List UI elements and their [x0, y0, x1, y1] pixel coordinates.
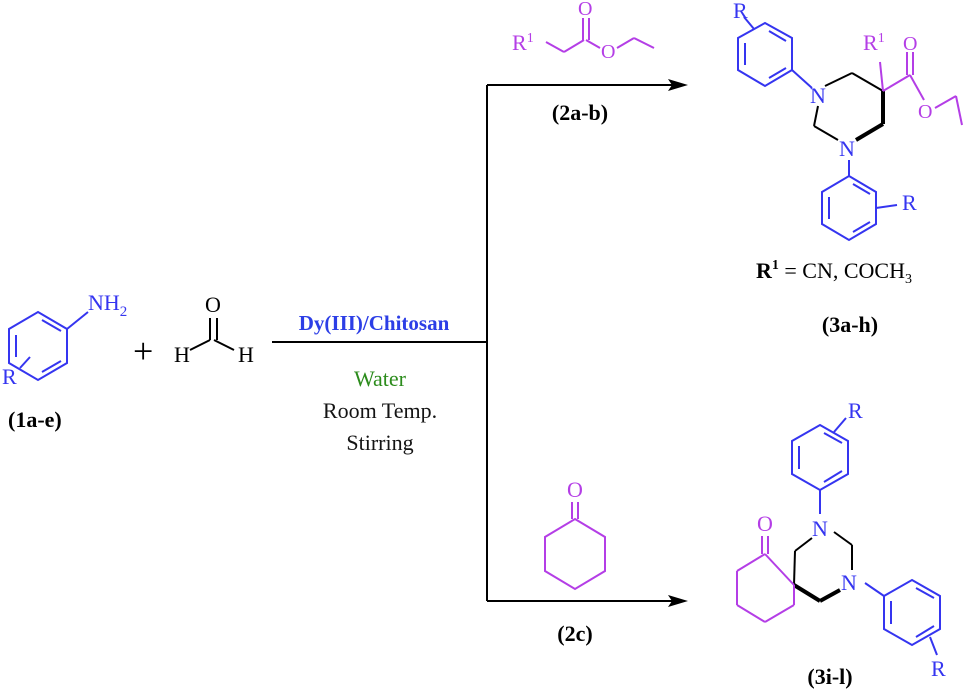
product-ring-bold-bond [854, 122, 885, 142]
spiro-r-bond [833, 417, 847, 433]
reagent-bond [585, 39, 601, 49]
temperature-label: Room Temp. [323, 398, 437, 423]
cyclohexanone-o-label: O [567, 477, 583, 502]
aniline-double-bond [41, 360, 62, 373]
spiro-right-r-label: R [931, 656, 946, 681]
product-r-bond [875, 204, 898, 209]
solvent-label: Water [354, 366, 407, 391]
reagent-r1-label: R1 [512, 30, 534, 55]
product-upper-r-label: R [733, 0, 748, 23]
product-r-bond [743, 16, 755, 30]
spiro-double-bond [915, 587, 935, 599]
formaldehyde-ch-bond [189, 339, 211, 351]
reagent-bond [616, 37, 635, 49]
aniline-r-bond [19, 356, 31, 369]
compound-label-2c: (2c) [557, 621, 592, 646]
spiro-n-top-label: N [812, 516, 828, 541]
formaldehyde-ch-bond [213, 339, 235, 351]
aniline-cn-bond [66, 311, 89, 330]
spiro-cyclohexanone-bond [736, 604, 766, 623]
spiro-cyclohexanone-bond [736, 553, 766, 572]
spiro-o-label: O [757, 511, 773, 536]
product-n-aryl-bond [791, 69, 813, 89]
spiro-ring-bold-bond [819, 588, 841, 603]
bottom-arrowhead [668, 595, 688, 607]
product-r1-label: R1 [863, 30, 885, 55]
compound-label-3a-h: (3a-h) [822, 312, 878, 337]
product-carbonyl-o: O [903, 33, 917, 55]
product-lower-phenyl-ring [821, 174, 877, 242]
aniline-nh2-label: NH2 [88, 290, 127, 320]
spiro-ring-bond [794, 537, 813, 552]
product-ring-bond [813, 125, 839, 141]
product-ester-bond [909, 74, 925, 101]
formaldehyde-structure: O H H [174, 292, 254, 367]
aniline-structure: NH2 R [2, 290, 127, 389]
product-double-bond [768, 67, 787, 79]
product-lower-r-label: R [902, 190, 917, 215]
formaldehyde-h-left: H [174, 342, 190, 367]
product-double-bond [852, 183, 871, 195]
product-3a-h-structure: R N N R1 O O R [733, 0, 963, 242]
formaldehyde-h-right: H [238, 342, 254, 367]
product-ethyl-bond [955, 95, 963, 126]
reagent-ester-o: O [601, 41, 615, 63]
spiro-top-phenyl-ring [791, 423, 849, 492]
reagent-bond [633, 37, 655, 49]
product-3i-l-structure: R N N O R [736, 398, 946, 681]
product-ester-o: O [918, 101, 932, 123]
compound-label-2a-b: (2a-b) [552, 100, 608, 125]
top-arrowhead [668, 79, 688, 91]
stirring-label: Stirring [346, 430, 413, 455]
reagent-bond [563, 39, 585, 53]
reaction-arrows [272, 79, 688, 607]
reagent-carbonyl-o: O [578, 0, 592, 20]
product-ring-bond [813, 105, 819, 127]
aniline-r-label: R [2, 364, 17, 389]
substituent-definition: R1 = CN, COCH3 [756, 258, 912, 287]
formaldehyde-o-label: O [205, 292, 221, 317]
spiro-cyclohexanone-bond [764, 604, 795, 623]
ester-reagent-structure: R1 O O [512, 0, 655, 63]
spiro-right-phenyl-ring [883, 578, 941, 647]
compound-label-3i-l: (3i-l) [807, 664, 852, 689]
spiro-top-r-label: R [848, 398, 863, 423]
reagent-bond [545, 41, 565, 53]
spiro-n-aryl-bond [864, 582, 885, 597]
compound-label-1a-e: (1a-e) [8, 407, 62, 432]
cyclohexanone-ring [544, 517, 606, 591]
spiro-double-bond [823, 470, 843, 483]
product-double-bond [768, 30, 787, 42]
catalyst-label: Dy(III)/Chitosan [299, 311, 450, 335]
product-ring-bond [851, 72, 884, 92]
plus-sign: + [133, 331, 153, 371]
spiro-r-bond [929, 636, 938, 656]
aniline-double-bond [41, 319, 62, 332]
product-double-bond [852, 221, 871, 233]
spiro-ring-bond [793, 550, 796, 586]
aniline-benzene-ring [8, 310, 68, 382]
product-ethyl-bond [934, 95, 957, 109]
spiro-double-bond [915, 625, 935, 638]
product-upper-phenyl-ring [737, 21, 793, 88]
product-n-top-label: N [810, 83, 826, 108]
cyclohexanone-reagent-structure: O [544, 477, 606, 591]
product-ester-bond [882, 74, 911, 92]
spiro-cyclohexanone-bond [764, 553, 795, 586]
spiro-ring-bold-bond [792, 583, 822, 603]
product-ring-bond [824, 72, 853, 87]
product-n-bottom-label: N [839, 136, 855, 161]
product-r1-bond [879, 61, 884, 92]
spiro-double-bond [823, 432, 843, 444]
spiro-n-bottom-label: N [841, 570, 857, 595]
spiro-ring-bond [833, 531, 853, 546]
